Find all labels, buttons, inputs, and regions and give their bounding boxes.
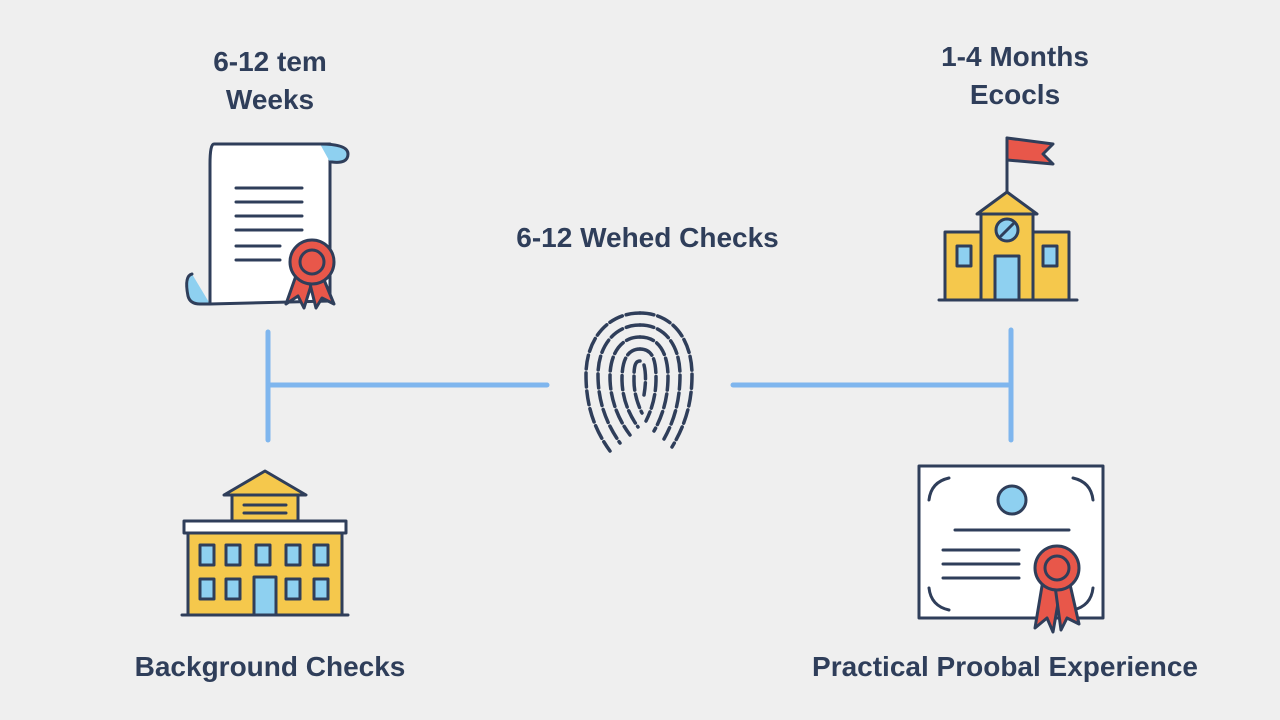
top-left-duration-line1: 6-12 tem <box>213 46 327 77</box>
practical-experience-label: Practical Proobal Experience <box>812 651 1198 682</box>
school-flag-icon <box>937 136 1079 302</box>
top-left-duration-label: 6-12 tem Weeks <box>170 43 370 119</box>
top-right-duration-label: 1-4 Months Ecocls <box>900 38 1130 114</box>
background-checks-label: Background Checks <box>134 651 406 682</box>
top-left-duration-line2: Weeks <box>225 84 315 115</box>
building-icon <box>180 469 350 617</box>
diploma-scroll-icon <box>185 142 350 310</box>
top-right-duration-line2: Ecocls <box>969 79 1061 110</box>
center-checks-label: 6-12 Wehed Checks <box>516 222 779 253</box>
top-right-duration-line1: 1-4 Months <box>941 41 1089 72</box>
fingerprint-icon <box>584 311 694 453</box>
certificate-icon <box>917 464 1105 634</box>
